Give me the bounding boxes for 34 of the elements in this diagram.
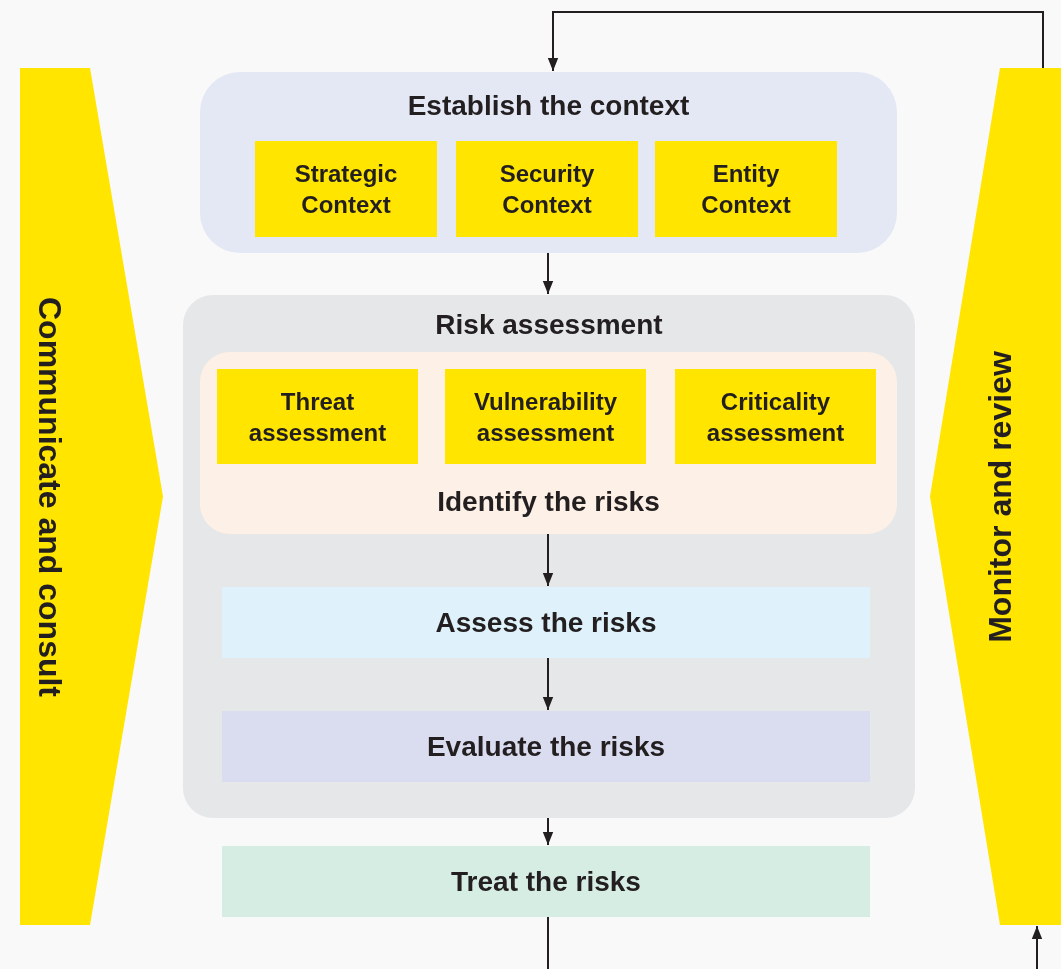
process-box [222,711,870,782]
box-label: Vulnerability assessment [472,386,619,448]
box-label: Security Context [498,158,596,220]
panel-title: Establish the context [406,89,691,123]
arrow [542,252,554,295]
box-label: Strategic Context [293,158,399,220]
context-box [655,141,837,237]
chevron-band [20,68,165,925]
process-box [222,587,870,658]
band-label: Monitor and review [981,349,1019,645]
arrow [547,11,1044,72]
context-box [255,141,437,237]
panel-title: Identify the risks [436,484,661,519]
band-label: Communicate and consult [31,295,69,699]
assessment-panel [183,295,915,818]
arrow [542,817,554,846]
assessment-box [445,369,646,464]
chevron-band [930,68,1061,925]
process-box [222,846,870,917]
arrow [542,533,554,587]
assessment-box [217,369,418,464]
box-label: Assess the risks [434,605,658,640]
box-label: Criticality assessment [705,386,846,448]
identify-panel [200,352,897,534]
box-label: Threat assessment [247,386,388,448]
arrow [542,657,554,711]
panel-title: Risk assessment [434,308,664,342]
box-label: Entity Context [700,158,792,220]
arrow [1031,925,1043,969]
box-label: Evaluate the risks [425,729,667,764]
context-panel [200,72,897,253]
context-box [456,141,638,237]
box-label: Treat the risks [450,864,642,899]
assessment-box [675,369,876,464]
